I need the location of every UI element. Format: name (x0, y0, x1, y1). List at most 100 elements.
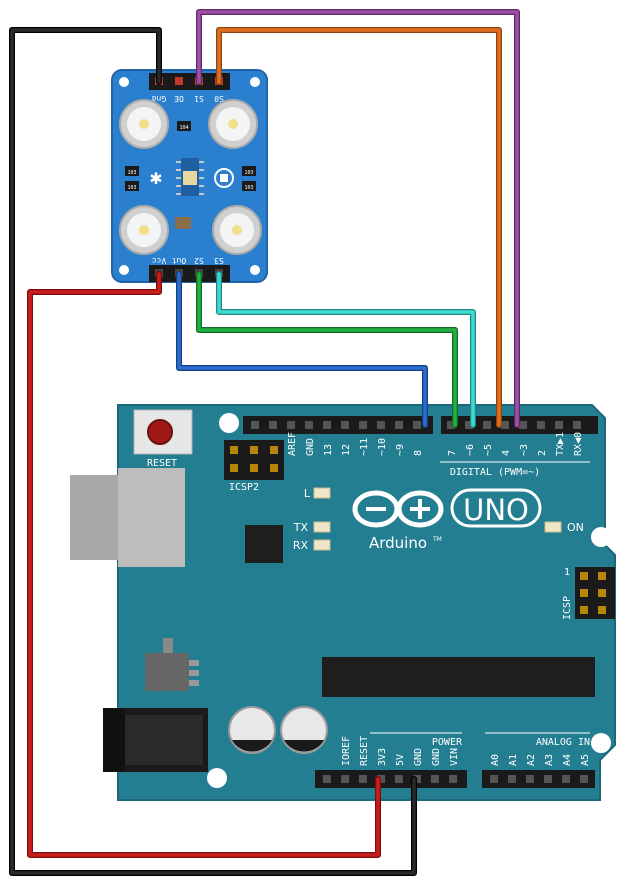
icsp-label: ICSP (562, 596, 573, 620)
reset-label: RESET (147, 458, 177, 469)
analog-pin-label: A0 (490, 754, 501, 766)
digital-pin-label: AREF (287, 432, 298, 456)
analog-pin-label: A4 (562, 754, 573, 766)
logo-tm: TM (432, 536, 442, 543)
uno-text: UNO (463, 493, 529, 527)
led-rx (313, 539, 331, 551)
sensor-top-pin-labels: Gnd OE S1 S0 (152, 94, 224, 103)
sensor-top-pin-label: OE (174, 94, 184, 103)
sensor-bottom-pin-label: Vcc (152, 256, 167, 265)
power-header (315, 770, 467, 788)
gear-icon: ✱ (149, 169, 162, 188)
digital-pin-label: ~5 (483, 444, 494, 456)
uno-badge (450, 488, 542, 528)
analog-pin-label: A3 (544, 754, 555, 766)
color-sensor-module: Gnd OE S1 S0 104 103 (111, 69, 268, 283)
led-tx-label: TX (293, 521, 309, 534)
digital-pin-label: 8 (413, 450, 424, 456)
sensor-bottom-pin-label: Out (172, 256, 187, 265)
wire-green-s2 (196, 271, 458, 428)
led-l-label: L (304, 487, 311, 500)
svg-text:103: 103 (127, 185, 136, 191)
capacitor-left (228, 706, 276, 754)
smd-capacitor (175, 217, 191, 229)
sensor-bottom-pin-labels: Vcc Out S2 S3 (152, 256, 224, 265)
wire-red-vcc (27, 271, 381, 858)
led-l (313, 487, 331, 499)
mounting-hole (207, 768, 227, 788)
smd-resistor: 103 (242, 166, 256, 176)
mounting-hole (591, 527, 611, 547)
digital-pin-label: RX◀0 (573, 432, 584, 456)
analog-label: ANALOG IN (536, 737, 590, 748)
digital-pin-label: ~3 (519, 444, 530, 456)
digital-pin-label: GND (305, 438, 316, 456)
usb-connector (70, 468, 185, 567)
power-pin-label: 3V3 (377, 748, 388, 766)
voltage-regulator (145, 638, 199, 691)
led-rx-label: RX (293, 539, 309, 552)
smd-resistor: 103 (125, 166, 139, 176)
power-pin-label: IOREF (341, 736, 352, 766)
reset-button[interactable] (133, 409, 193, 455)
arduino-logo (352, 490, 444, 528)
analog-pin-label: A2 (526, 754, 537, 766)
atmega-chip (322, 657, 595, 697)
digital-pin-label: 13 (323, 444, 334, 456)
wire-blue-out (176, 271, 428, 428)
sensor-top-pin-label: S1 (194, 94, 204, 103)
digital-pin-label: ~9 (395, 444, 406, 456)
digital-pin-label: ~10 (377, 438, 388, 456)
digital-pin-label: 2 (537, 450, 548, 456)
svg-text:104: 104 (179, 125, 188, 131)
analog-header (482, 770, 595, 788)
led-on (544, 521, 562, 533)
digital-label: DIGITAL (PWM=~) (450, 467, 540, 478)
sensor-top-pin-label: Gnd (152, 94, 167, 103)
digital-pin-label: 4 (501, 450, 512, 456)
sensor-led (119, 99, 169, 149)
sensor-led (208, 99, 258, 149)
led-on-label: ON (567, 521, 584, 534)
icsp-header (575, 567, 615, 619)
digital-header (243, 416, 598, 434)
wires (9, 9, 520, 876)
smd-resistor: 104 (177, 121, 191, 131)
icsp2-header (224, 440, 284, 480)
digital-pin-label: ~6 (465, 444, 476, 456)
logo-icon (214, 168, 234, 188)
sensor-top-pin-label: S0 (214, 94, 224, 103)
wire-cyan-s3 (216, 271, 476, 428)
usb-chip (245, 525, 283, 563)
sensor-bottom-pin-label: S2 (194, 256, 204, 265)
power-label: POWER (432, 737, 463, 748)
svg-text:103: 103 (244, 185, 253, 191)
power-pin-label: GND (431, 748, 442, 766)
wire-orange-s0 (216, 27, 502, 428)
logo-text: Arduino (369, 534, 427, 552)
svg-text:103: 103 (244, 170, 253, 176)
analog-pin-label: A1 (508, 754, 519, 766)
icsp-pin1: 1 (564, 567, 570, 578)
mounting-hole (591, 733, 611, 753)
digital-pin-label: TX▶1 (555, 432, 566, 456)
power-pin-label: 5V (395, 754, 406, 766)
capacitor-right (280, 706, 328, 754)
digital-pin-label: ~11 (359, 438, 370, 456)
power-jack (103, 708, 208, 772)
svg-text:103: 103 (127, 170, 136, 176)
sensor-led (119, 205, 169, 255)
led-tx (313, 521, 331, 533)
sensor-bottom-pin-label: S3 (214, 256, 224, 265)
sensor-top-header (149, 73, 230, 90)
wire-purple-s1 (196, 9, 520, 428)
analog-pin-label: A5 (580, 754, 591, 766)
icsp2-label: ICSP2 (229, 482, 259, 493)
smd-resistor: 103 (125, 181, 139, 191)
digital-pin-label: 12 (341, 444, 352, 456)
power-pin-label: GND (413, 748, 424, 766)
